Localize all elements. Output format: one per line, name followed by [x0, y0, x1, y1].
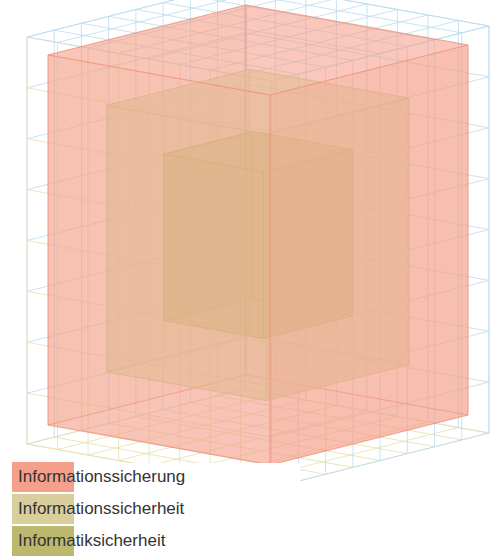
legend-row: Informationssicherheit [12, 494, 184, 524]
legend-swatch [12, 462, 74, 492]
grid-line [489, 26, 490, 433]
legend-row: Informatiksicherheit [12, 526, 165, 556]
grid-line [27, 37, 28, 444]
legend-row: Informationssicherung [12, 462, 185, 492]
cube-face [48, 55, 270, 465]
security-cubes [48, 5, 468, 465]
grid-line [489, 26, 490, 433]
legend-ground [0, 463, 300, 560]
cube-face [48, 5, 468, 95]
grid-line [27, 37, 28, 444]
legend-label: Informatiksicherheit [12, 526, 165, 556]
legend-label: Informationssicherheit [12, 494, 184, 524]
legend-swatch [12, 494, 74, 524]
cube-face [270, 45, 468, 465]
legend-label: Informationssicherung [12, 462, 185, 492]
legend-swatch [12, 526, 74, 556]
grid-cube [27, 0, 489, 488]
